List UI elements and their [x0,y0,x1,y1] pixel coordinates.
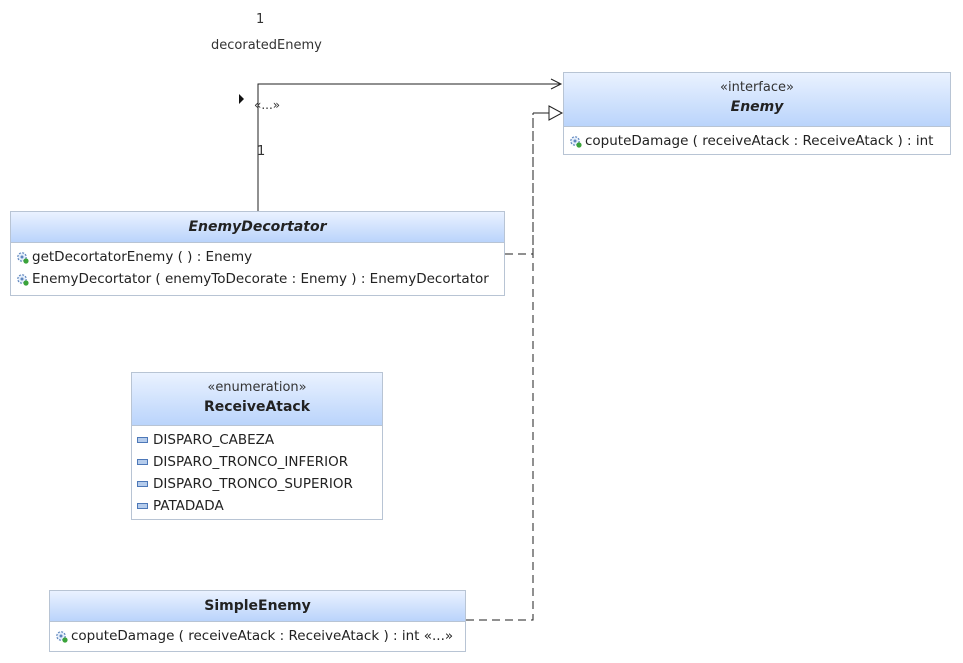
class-header: «enumeration» ReceiveAtack [132,373,382,426]
enum-literal-name: DISPARO_CABEZA [153,432,275,448]
enum-literal-name: PATADADA [153,498,224,514]
class-name: SimpleEnemy [204,598,311,614]
realization-line-decorator [505,113,534,255]
association-line [257,83,560,211]
public-operation-gear-icon [56,630,68,643]
enum-literal-item[interactable]: DISPARO_TRONCO_SUPERIOR [137,473,377,495]
operation-item[interactable]: EnemyDecortator ( enemyToDecorate : Enem… [16,268,499,290]
class-simple-enemy[interactable]: SimpleEnemy coputeDamage ( receiveAtack … [49,590,466,652]
operations-compartment: coputeDamage ( receiveAtack : ReceiveAta… [50,622,465,650]
enum-literal-item[interactable]: DISPARO_CABEZA [137,429,377,451]
class-stereotype: «enumeration» [207,380,307,395]
enum-literal-icon [137,459,148,465]
class-enemy-decortator[interactable]: EnemyDecortator getDecortatorEnemy ( ) :… [10,211,505,296]
operations-compartment: coputeDamage ( receiveAtack : ReceiveAta… [564,127,950,155]
enum-literal-item[interactable]: PATADADA [137,495,377,517]
public-operation-gear-icon [570,135,582,148]
public-operation-gear-icon [17,251,29,264]
operation-signature: coputeDamage ( receiveAtack : ReceiveAta… [585,133,934,149]
class-header: EnemyDecortator [11,212,504,243]
navigability-marker [239,94,244,104]
class-header: «interface» Enemy [564,73,950,127]
realization-triangle-arrowhead [548,105,564,121]
class-name: Enemy [730,99,784,115]
operation-signature: getDecortatorEnemy ( ) : Enemy [32,249,253,265]
operation-item[interactable]: coputeDamage ( receiveAtack : ReceiveAta… [569,130,945,152]
enum-literal-name: DISPARO_TRONCO_INFERIOR [153,454,349,470]
source-multiplicity-label: 1 [257,144,266,159]
enum-literal-name: DISPARO_TRONCO_SUPERIOR [153,476,353,492]
target-multiplicity-label: 1 [256,12,265,27]
enum-literal-icon [137,437,148,443]
public-operation-gear-icon [17,273,29,286]
operation-item[interactable]: getDecortatorEnemy ( ) : Enemy [16,246,499,268]
class-name: EnemyDecortator [188,219,327,235]
literals-compartment: DISPARO_CABEZA DISPARO_TRONCO_INFERIOR D… [132,426,382,520]
association-open-arrowhead [550,78,563,90]
class-enemy[interactable]: «interface» Enemy coputeDamage ( receive… [563,72,951,155]
operation-signature: EnemyDecortator ( enemyToDecorate : Enem… [32,271,489,287]
class-stereotype: «interface» [720,80,794,95]
enum-literal-icon [137,503,148,509]
enum-receive-atack[interactable]: «enumeration» ReceiveAtack DISPARO_CABEZ… [131,372,383,520]
operation-item[interactable]: coputeDamage ( receiveAtack : ReceiveAta… [55,625,460,647]
enum-literal-icon [137,481,148,487]
association-stereotype-label: «...» [254,98,281,112]
class-header: SimpleEnemy [50,591,465,622]
operation-signature: coputeDamage ( receiveAtack : ReceiveAta… [71,628,454,644]
operations-compartment: getDecortatorEnemy ( ) : Enemy EnemyDeco… [11,243,504,293]
target-role-label: decoratedEnemy [211,38,322,53]
realization-line-simple-enemy [466,113,534,621]
enum-literal-item[interactable]: DISPARO_TRONCO_INFERIOR [137,451,377,473]
class-name: ReceiveAtack [203,399,311,415]
